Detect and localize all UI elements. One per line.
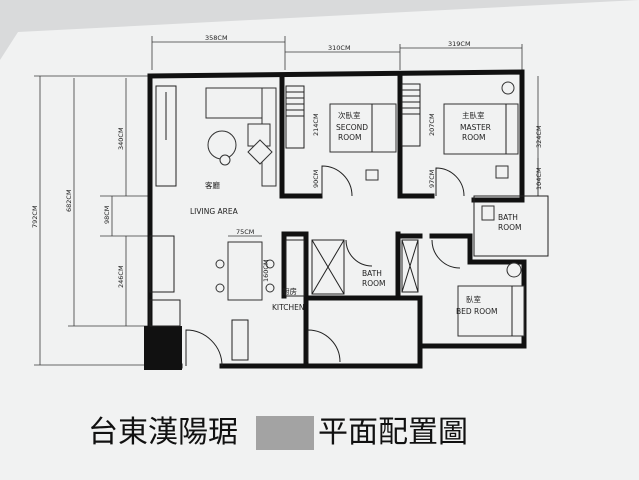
dim-master-door: 97CM: [428, 170, 436, 188]
bath-door: [345, 239, 373, 267]
tv-cabinet: [155, 85, 177, 187]
second-room-desk: [365, 169, 379, 181]
entry-door: [185, 329, 223, 367]
bath-center-label2: ROOM: [362, 279, 386, 288]
shower-box: [311, 239, 345, 295]
dim-master-width: 319CM: [448, 40, 471, 48]
dim-master-height: 207CM: [428, 113, 436, 136]
closet-second-room: [285, 85, 305, 149]
dim-second-door: 90CM: [312, 170, 320, 188]
coffee-table: [207, 130, 237, 160]
master-room-door: [435, 167, 465, 197]
master-label-cn: 主臥室: [462, 110, 485, 120]
kitchen-counter: [285, 239, 305, 297]
shower-box-2: [401, 239, 419, 293]
living-furniture: [155, 85, 277, 187]
bath-right-box: [473, 195, 549, 257]
dim-main-height: 682CM: [65, 189, 73, 212]
bed-label-en: BED ROOM: [456, 307, 498, 316]
dining-set: [215, 235, 275, 301]
bath-right-label1: BATH: [498, 213, 518, 222]
caption-left: 台東漢陽琚: [88, 415, 238, 450]
entry-bench: [231, 319, 249, 361]
closet-master-room: [401, 83, 421, 147]
second-label-en1: SECOND: [336, 123, 368, 132]
second-room-door: [321, 165, 353, 197]
kitchen-door: [307, 329, 341, 363]
bedroom-door: [431, 239, 461, 269]
dim-master-right-height: 324CM: [535, 125, 543, 148]
second-room-bed: [329, 103, 397, 153]
dim-living-width: 358CM: [205, 34, 228, 42]
left-dimension-lines: [34, 75, 150, 366]
caption-right: 平面配置圖: [318, 415, 468, 450]
second-label-en2: ROOM: [338, 133, 362, 142]
dim-kitchen-length: 160CM: [262, 259, 270, 282]
dim-second-width: 310CM: [328, 44, 351, 52]
living-label-en: LIVING AREA: [190, 207, 239, 216]
second-label-cn: 次臥室: [338, 110, 361, 120]
bedroom-bed: [457, 285, 525, 337]
redacted-block: [256, 416, 314, 450]
dim-corridor-height: 98CM: [103, 206, 111, 224]
dim-second-height: 214CM: [312, 113, 320, 136]
dim-dining-width: 75CM: [236, 228, 254, 236]
bath-right-label2: ROOM: [498, 223, 522, 232]
shoe-cabinet: [149, 299, 181, 327]
dim-kitchen-height: 246CM: [117, 265, 125, 288]
living-label-cn: 客廳: [205, 180, 220, 190]
dining-table: [227, 241, 263, 301]
bedroom-lamp: [506, 262, 522, 278]
dim-bath-right-height: 104CM: [535, 167, 543, 190]
master-lamp: [501, 81, 515, 95]
dim-total-height: 792CM: [31, 205, 39, 228]
dim-living-height: 340CM: [117, 127, 125, 150]
top-dimension-lines: [151, 36, 523, 70]
bath-center-label1: BATH: [362, 269, 382, 278]
side-table: [247, 139, 273, 165]
bed-label-cn: 臥室: [466, 294, 481, 304]
stool: [219, 154, 231, 166]
structural-column: [144, 326, 182, 370]
kitchen-label-cn: 廚房: [282, 286, 297, 296]
toilet-icon: [481, 205, 495, 221]
storage-cabinet: [149, 235, 175, 293]
master-label-en1: MASTER: [460, 123, 491, 132]
kitchen-label-en: KITCHEN: [272, 303, 305, 312]
master-desk: [495, 165, 509, 179]
master-label-en2: ROOM: [462, 133, 486, 142]
